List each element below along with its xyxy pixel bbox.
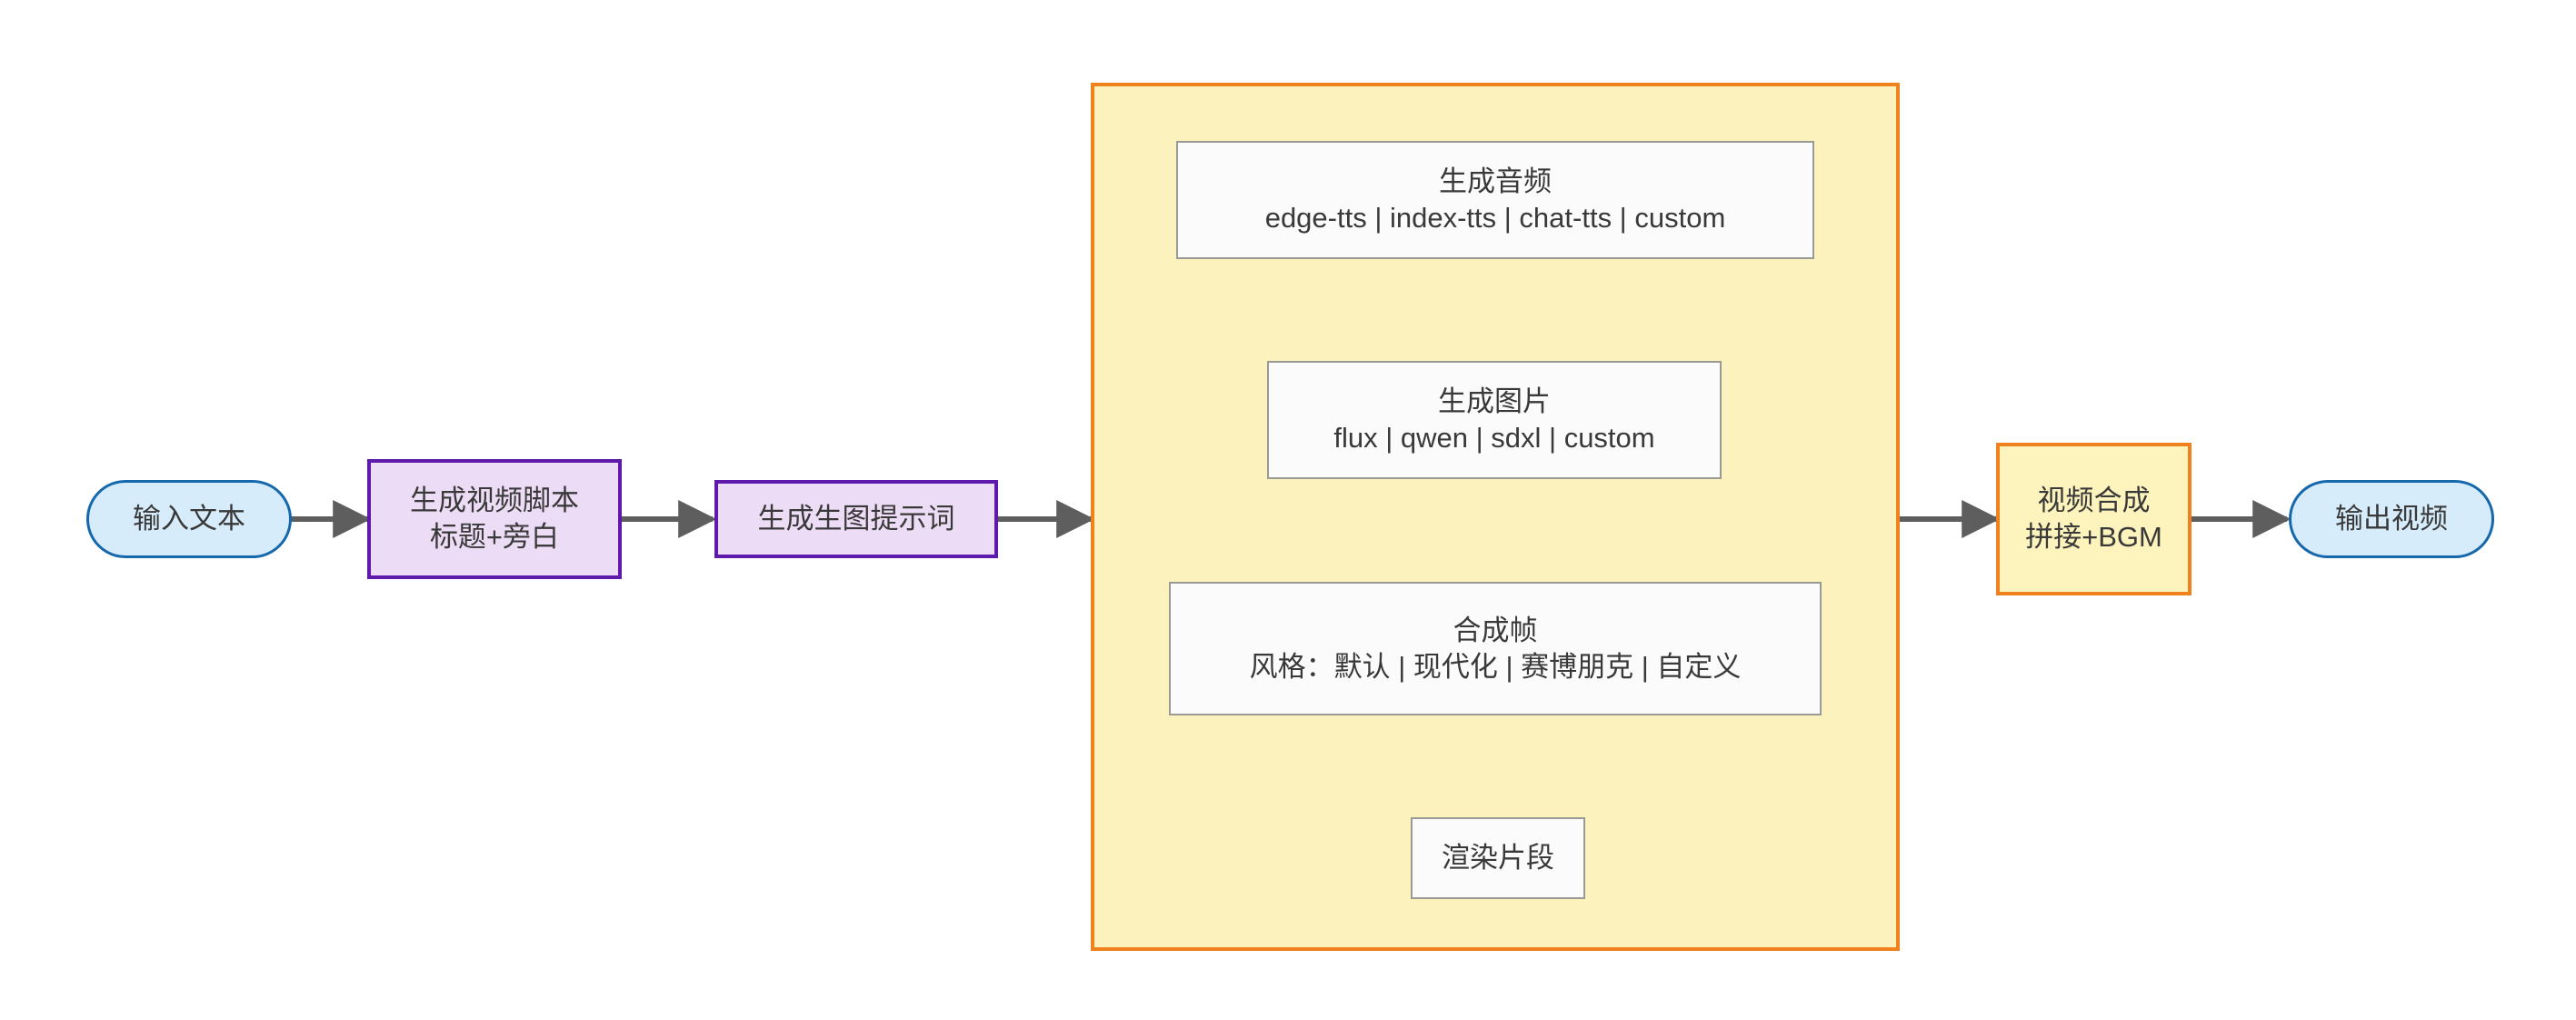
node-render-clip-label: 渲染片段	[1442, 842, 1554, 875]
node-video-compose[interactable]: 视频合成 拼接+BGM	[1996, 443, 2192, 595]
node-video-compose-line2: 拼接+BGM	[2025, 521, 2162, 553]
node-generate-prompt[interactable]: 生成生图提示词	[714, 480, 998, 558]
node-generate-audio[interactable]: 生成音频 edge-tts | index-tts | chat-tts | c…	[1176, 141, 1814, 259]
node-generate-image-line1: 生成图片	[1438, 385, 1551, 418]
node-generate-script[interactable]: 生成视频脚本 标题+旁白	[367, 459, 622, 579]
node-generate-script-line1: 生成视频脚本	[410, 485, 579, 517]
node-generate-script-line2: 标题+旁白	[429, 521, 560, 553]
node-compose-frame[interactable]: 合成帧 风格：默认 | 现代化 | 赛博朋克 | 自定义	[1169, 582, 1822, 715]
node-generate-audio-line1: 生成音频	[1439, 165, 1552, 198]
node-input-text[interactable]: 输入文本	[86, 480, 292, 558]
node-generate-image[interactable]: 生成图片 flux | qwen | sdxl | custom	[1267, 361, 1722, 479]
node-generate-audio-line2: edge-tts | index-tts | chat-tts | custom	[1264, 202, 1726, 234]
node-generate-image-line2: flux | qwen | sdxl | custom	[1333, 422, 1655, 454]
node-generate-prompt-label: 生成生图提示词	[757, 503, 955, 535]
node-output-video[interactable]: 输出视频	[2289, 480, 2494, 558]
node-output-video-label: 输出视频	[2335, 503, 2448, 535]
node-video-compose-line1: 视频合成	[2037, 485, 2151, 517]
node-input-text-label: 输入文本	[133, 503, 245, 535]
node-compose-frame-line1: 合成帧	[1453, 614, 1538, 646]
node-render-clip[interactable]: 渲染片段	[1411, 817, 1585, 899]
node-compose-frame-line2: 风格：默认 | 现代化 | 赛博朋克 | 自定义	[1249, 650, 1742, 683]
